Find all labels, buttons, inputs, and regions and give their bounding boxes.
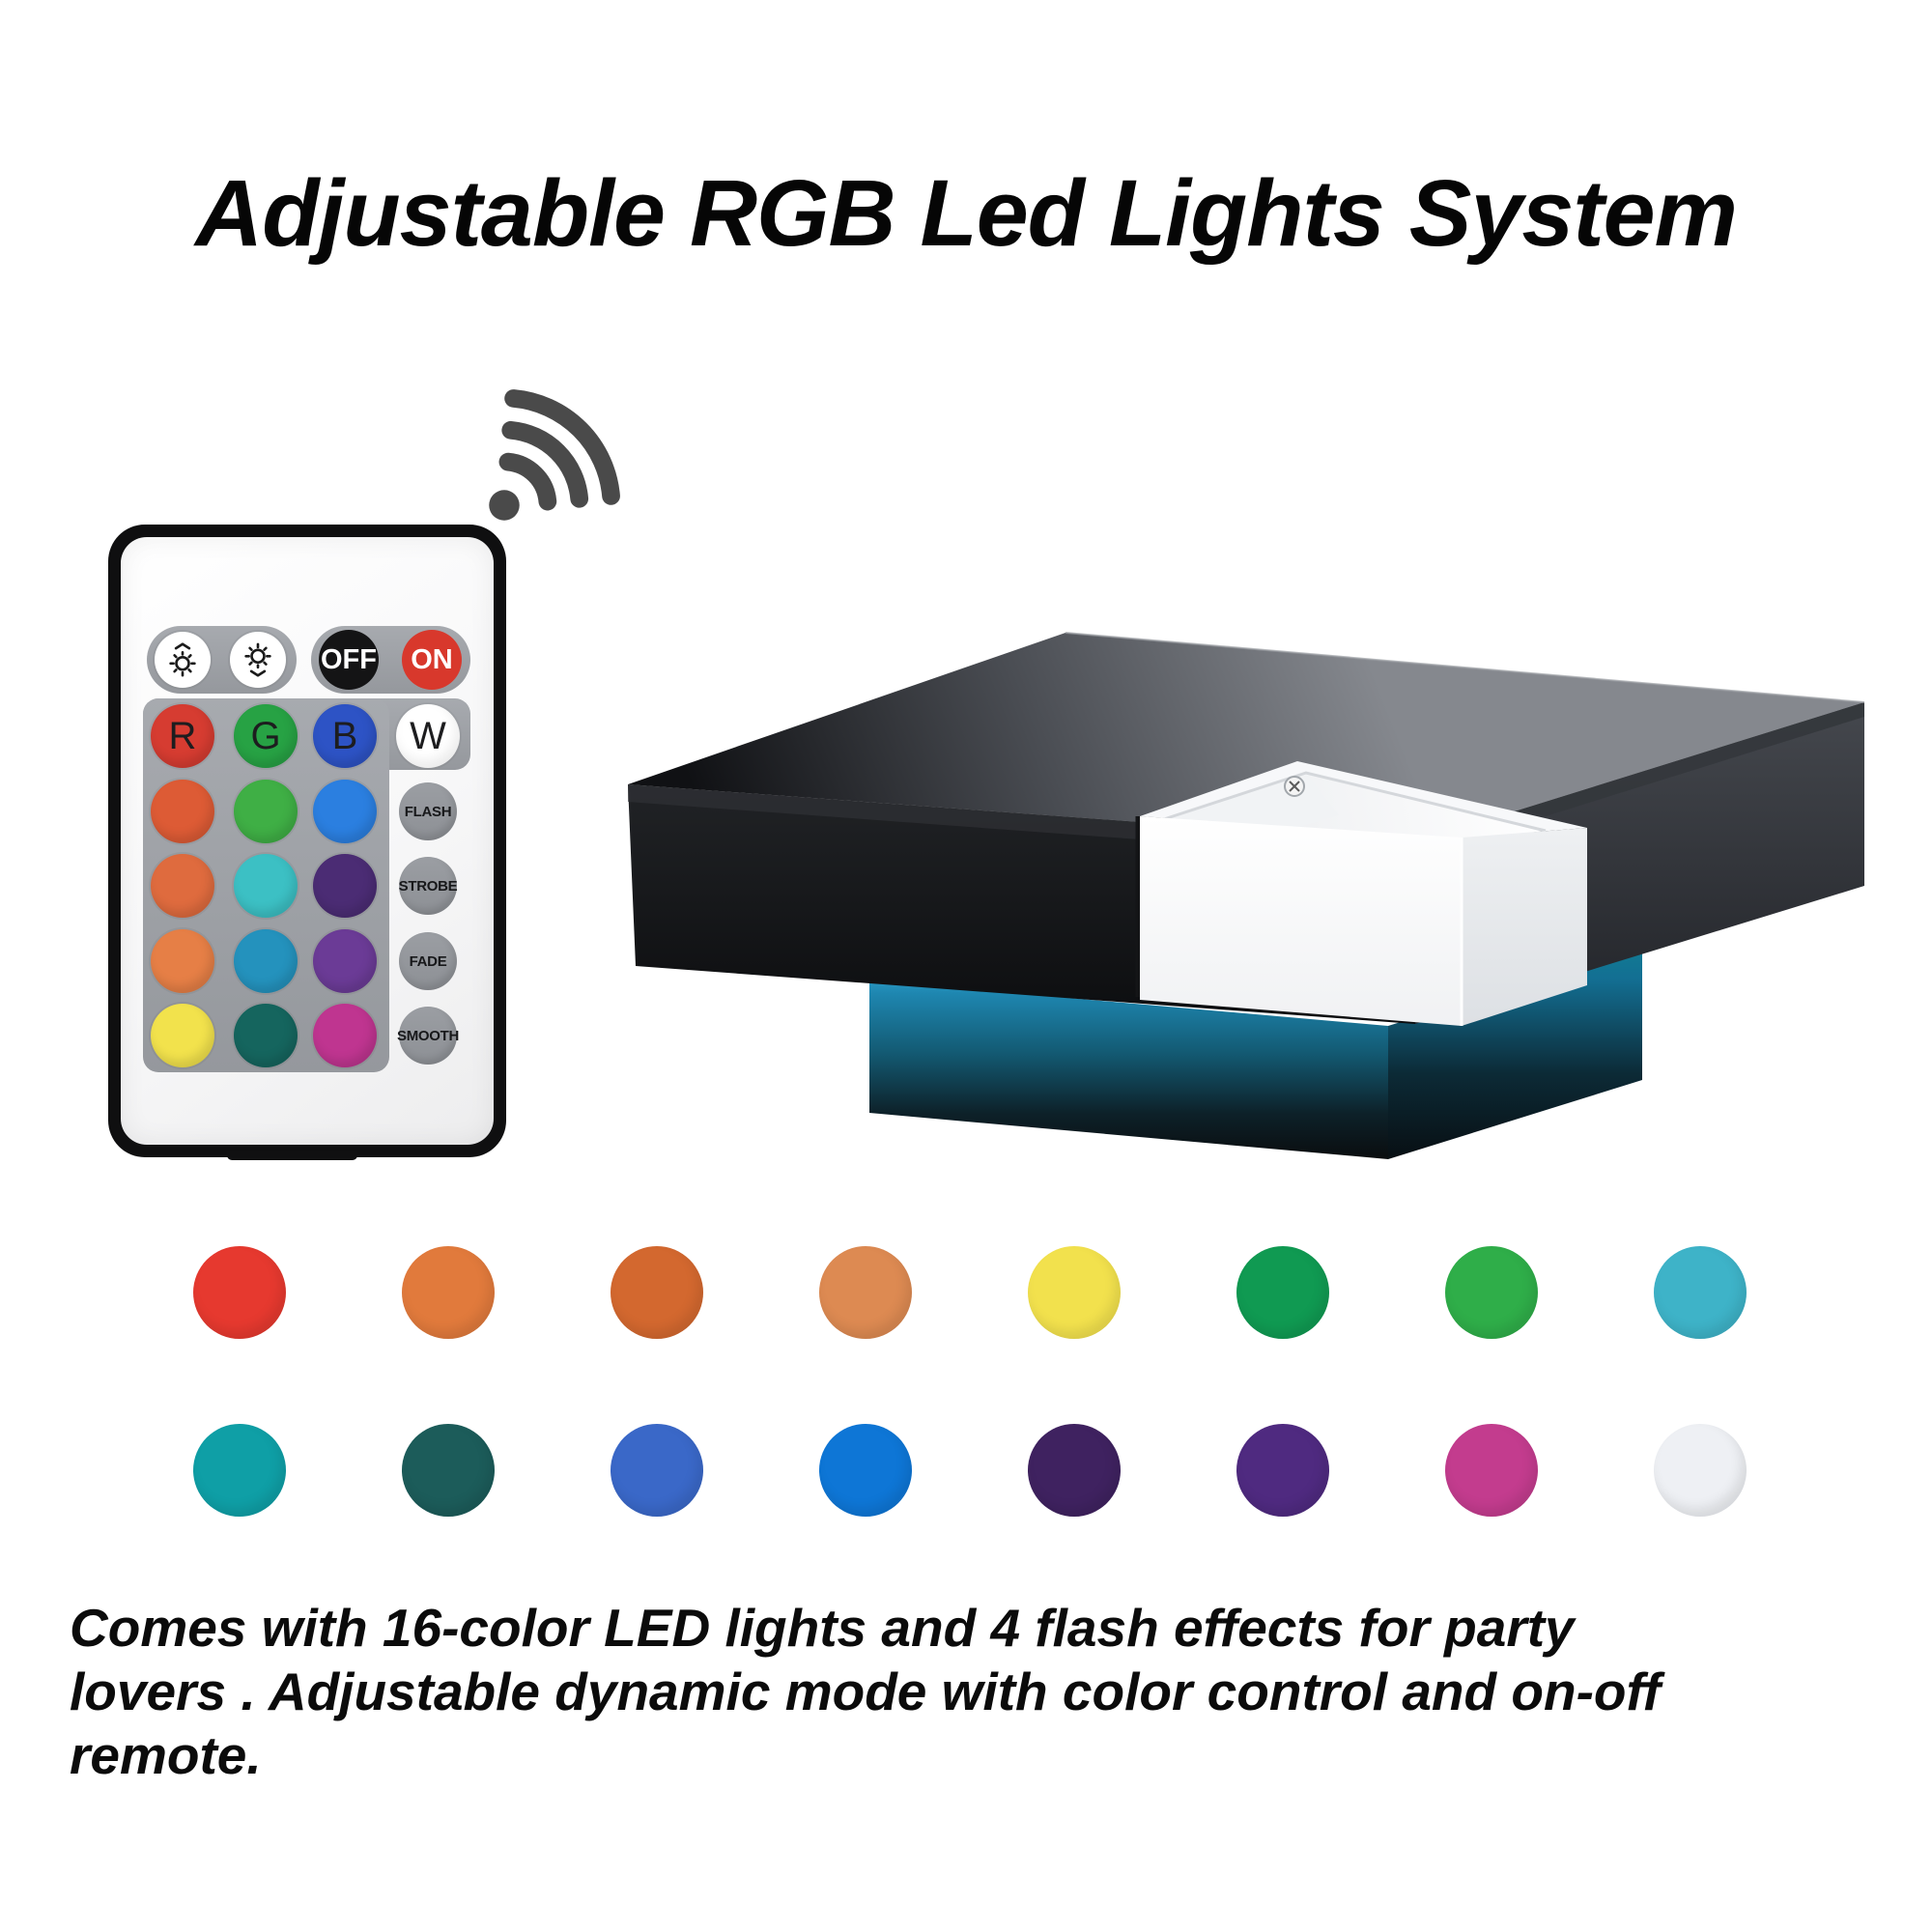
led-color-dot <box>819 1424 912 1517</box>
remote-color-button <box>151 929 214 993</box>
description-line: Comes with 16-color LED lights and 4 fla… <box>70 1598 1575 1658</box>
remote-color-button <box>313 1004 377 1067</box>
screw-icon <box>1284 776 1305 797</box>
page-title: Adjustable RGB Led Lights System <box>195 159 1738 266</box>
led-color-dot <box>193 1424 286 1517</box>
description-line: remote. <box>70 1725 262 1785</box>
remote-button-w: W <box>396 704 460 768</box>
brightness-down-button <box>230 632 286 688</box>
remote-color-button <box>151 854 214 918</box>
pedestal-right-face <box>1388 947 1642 1159</box>
remote-color-button <box>234 854 298 918</box>
wifi-icon <box>489 389 620 521</box>
led-color-dot <box>1028 1424 1121 1517</box>
remote-color-button <box>234 929 298 993</box>
remote-color-button <box>151 1004 214 1067</box>
remote-color-button <box>313 854 377 918</box>
remote-color-button <box>313 780 377 843</box>
brightness-down-icon <box>244 642 271 677</box>
remote-bottom-tab <box>227 1151 357 1160</box>
remote-mode-button-flash: FLASH <box>399 782 457 840</box>
power-off-button: OFF <box>319 630 379 690</box>
storage-box-front-left-face <box>1140 816 1462 1026</box>
led-color-dot <box>1236 1424 1329 1517</box>
remote-color-button <box>234 1004 298 1067</box>
led-color-dot <box>1654 1424 1747 1517</box>
led-color-dot <box>611 1246 703 1339</box>
led-color-row-1 <box>193 1246 1747 1339</box>
storage-inset-box <box>1135 761 1587 1026</box>
remote-mode-button-fade: FADE <box>399 932 457 990</box>
remote-mode-button-smooth: SMOOTH <box>397 1007 459 1065</box>
led-color-dot <box>1445 1246 1538 1339</box>
led-color-dot <box>1445 1424 1538 1517</box>
remote-color-button <box>151 780 214 843</box>
description-line: lovers . Adjustable dynamic mode with co… <box>70 1662 1662 1721</box>
led-color-dot <box>402 1424 495 1517</box>
led-color-dot <box>193 1246 286 1339</box>
led-color-dot <box>819 1246 912 1339</box>
led-color-dot <box>402 1246 495 1339</box>
table-top-face <box>628 633 1864 842</box>
brightness-up-button <box>155 632 211 688</box>
led-color-dot <box>1236 1246 1329 1339</box>
storage-box-front-right-face <box>1462 828 1587 1026</box>
led-coffee-table <box>628 632 1865 1159</box>
remote-color-button <box>313 929 377 993</box>
remote-button-g: G <box>234 704 298 768</box>
led-color-dot <box>611 1424 703 1517</box>
led-color-row-2 <box>193 1424 1747 1517</box>
remote-button-b: B <box>313 704 377 768</box>
led-color-dot <box>1654 1246 1747 1339</box>
power-on-button: ON <box>402 630 462 690</box>
pedestal-led-glow-face <box>869 980 1388 1159</box>
led-color-dot <box>1028 1246 1121 1339</box>
remote-button-r: R <box>151 704 214 768</box>
product-description: Comes with 16-color LED lights and 4 fla… <box>70 1596 1886 1787</box>
brightness-up-icon <box>169 642 196 677</box>
remote-color-button <box>234 780 298 843</box>
remote-mode-button-strobe: STROBE <box>399 857 458 915</box>
